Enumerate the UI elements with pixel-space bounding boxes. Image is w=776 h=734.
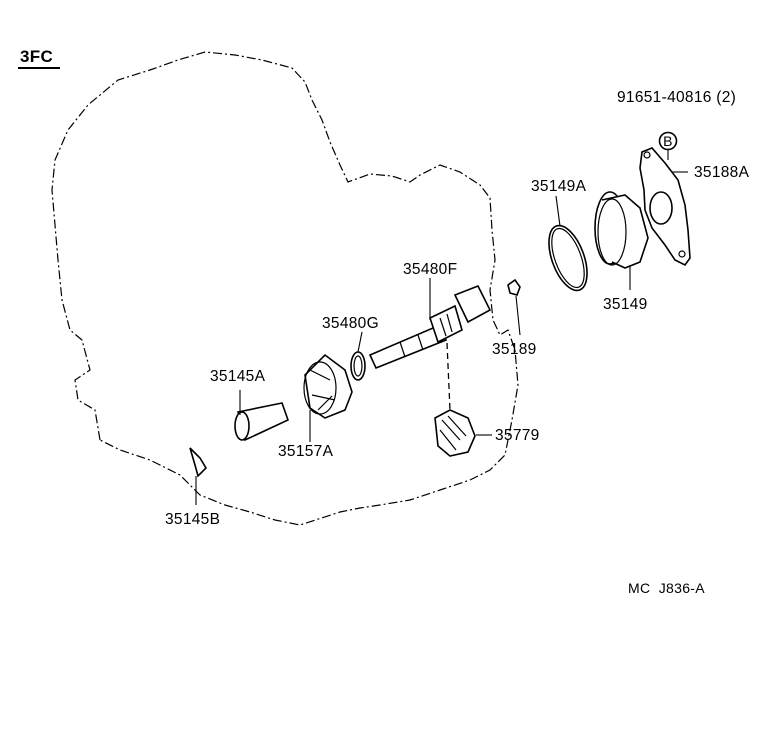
- label-35157A: 35157A: [278, 443, 334, 460]
- driven-gear-shaft-35480F-icon: [368, 284, 492, 370]
- label-35149A: 35149A: [531, 178, 587, 195]
- transmission-housing-outline: [51, 51, 519, 526]
- label-35480G: 35480G: [322, 315, 379, 332]
- leader-35189: [515, 295, 521, 336]
- model-code: 3FC: [20, 47, 53, 66]
- bolt-note-label: 91651-40816 (2): [617, 89, 736, 106]
- clip-35189-icon: [507, 278, 521, 296]
- retaining-plate-hole-icon: [649, 191, 673, 225]
- sleeve-35149-body: [601, 194, 649, 269]
- label-35149: 35149: [603, 296, 648, 313]
- bolt-marker-icon: [658, 131, 678, 151]
- shaft-gear-alignment-line: [446, 342, 451, 411]
- bolt-marker-letter: B: [663, 133, 673, 149]
- label-35480F: 35480F: [403, 261, 457, 278]
- drive-gear-35779-icon: [434, 409, 476, 457]
- o-ring-35149A-inner: [551, 227, 585, 289]
- label-35145A: 35145A: [210, 368, 266, 385]
- sleeve-housing-35157A-icon: [303, 353, 353, 419]
- sleeve-35149-bore: [597, 198, 627, 266]
- leader-35480G: [357, 331, 363, 353]
- retaining-plate-bolt-hole-top: [643, 151, 651, 159]
- label-35189: 35189: [492, 341, 537, 358]
- label-35779: 35779: [495, 427, 540, 444]
- leader-35149A: [555, 195, 561, 227]
- label-35188A: 35188A: [694, 164, 750, 181]
- clip-35145B-icon: [189, 447, 208, 478]
- o-ring-35149A-icon: [548, 224, 588, 292]
- reference-code: MC J836-A: [628, 580, 705, 596]
- bushing-35145A-end: [234, 411, 250, 441]
- retaining-plate-bolt-hole-bottom: [678, 250, 686, 258]
- label-35145B: 35145B: [165, 511, 220, 528]
- seal-ring-35480G-inner: [353, 355, 363, 377]
